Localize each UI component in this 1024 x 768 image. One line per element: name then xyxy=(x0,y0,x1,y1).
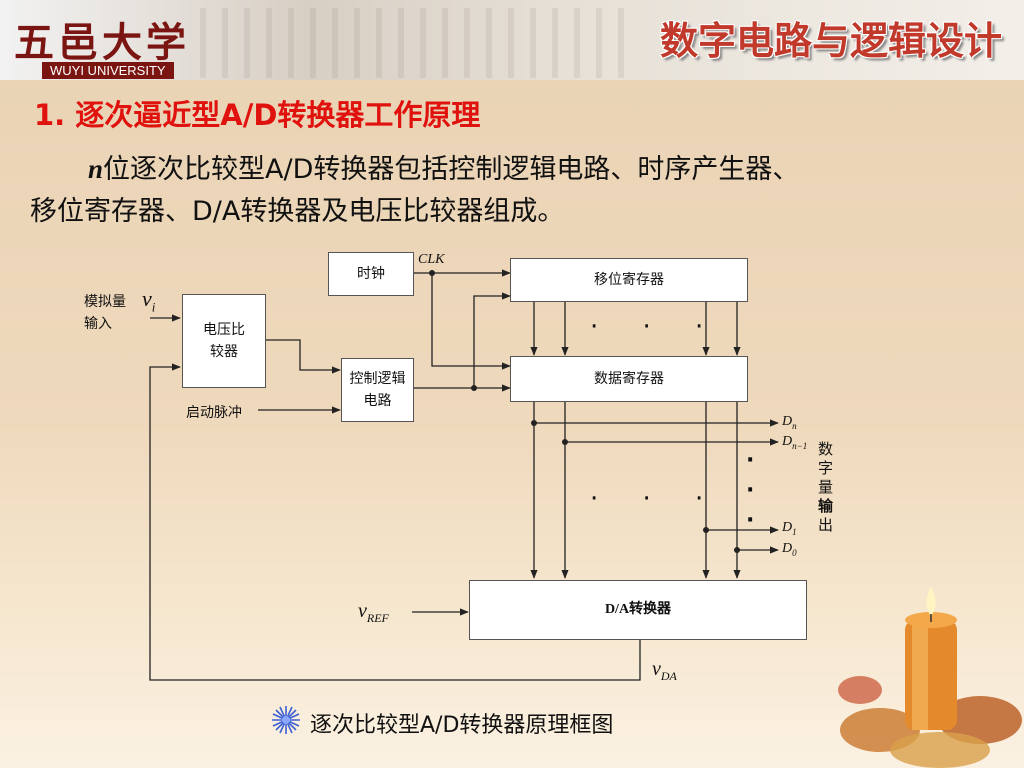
digital-output-char-1: 数 xyxy=(818,440,834,458)
digital-output-char-4: 输 xyxy=(818,497,834,515)
dn-subscript: n xyxy=(792,420,797,431)
vref-symbol: v xyxy=(358,600,367,622)
university-logo: 五邑大学 WUYI UNIVERSITY xyxy=(6,4,220,79)
ellipsis-upper: · · · xyxy=(590,312,722,342)
data-register-box: 数据寄存器 xyxy=(510,356,748,402)
header-banner: 五邑大学 WUYI UNIVERSITY 数字电路与逻辑设计 xyxy=(0,0,1024,80)
comparator-box: 电压比较器 xyxy=(182,294,266,388)
dn1-label: Dn−1 xyxy=(782,434,807,451)
d1-symbol: D xyxy=(782,520,793,535)
logo-english-text: WUYI UNIVERSITY xyxy=(42,62,174,79)
intro-paragraph: n位逐次比较型A/D转换器包括控制逻辑电路、时序产生器、 移位寄存器、D/A转换… xyxy=(30,148,1010,233)
d0-label: D0 xyxy=(782,541,797,558)
section-title: 1. 逐次逼近型A/D转换器工作原理 xyxy=(34,98,481,132)
dn1-symbol: D xyxy=(782,434,793,449)
starburst-icon xyxy=(272,706,300,734)
paragraph-line-1-text: 位逐次比较型A/D转换器包括控制逻辑电路、时序产生器、 xyxy=(103,154,800,185)
clk-label: CLK xyxy=(418,252,445,267)
shift-register-box: 移位寄存器 xyxy=(510,258,748,302)
vi-label: vi xyxy=(142,286,155,315)
paragraph-line-2: 移位寄存器、D/A转换器及电压比较器组成。 xyxy=(30,196,565,227)
d1-label: D1 xyxy=(782,520,797,537)
vi-subscript: i xyxy=(151,299,156,315)
dn-label: Dn xyxy=(782,414,797,431)
dn1-subscript: n−1 xyxy=(792,440,808,451)
vertical-ellipsis: ··· xyxy=(746,448,755,533)
dn-symbol: D xyxy=(782,414,793,429)
var-n: n xyxy=(88,154,104,184)
d0-symbol: D xyxy=(782,541,793,556)
paragraph-line-1: n位逐次比较型A/D转换器包括控制逻辑电路、时序产生器、 xyxy=(30,148,1010,191)
vda-subscript: DA xyxy=(660,669,677,683)
analog-input-label: 模拟量输入 xyxy=(84,294,126,332)
logo-chinese-text: 五邑大学 xyxy=(14,19,190,66)
ellipsis-lower: · · · xyxy=(590,484,722,514)
course-title: 数字电路与逻辑设计 xyxy=(659,19,1002,63)
diagram-caption: 逐次比较型A/D转换器原理框图 xyxy=(310,713,614,738)
vref-subscript: REF xyxy=(366,611,389,625)
d0-subscript: 0 xyxy=(792,547,797,558)
candle-leaves-decoration xyxy=(838,586,1022,768)
vref-label: vREF xyxy=(358,598,389,626)
digital-output-char-5: 出 xyxy=(818,516,834,534)
start-pulse-label: 启动脉冲 xyxy=(186,405,242,421)
digital-output-char-3: 量 xyxy=(818,478,834,496)
campus-photo xyxy=(200,8,640,78)
d1-subscript: 1 xyxy=(792,526,797,537)
control-logic-box: 控制逻辑电路 xyxy=(341,358,414,422)
vda-label: vDA xyxy=(652,656,677,684)
digital-output-label: 数 字 量 输 出 xyxy=(818,440,833,535)
dac-box: D/A转换器 xyxy=(469,580,807,640)
vda-symbol: v xyxy=(652,658,661,680)
clock-box: 时钟 xyxy=(328,252,414,296)
digital-output-char-2: 字 xyxy=(818,459,834,477)
vi-symbol: v xyxy=(142,286,152,311)
